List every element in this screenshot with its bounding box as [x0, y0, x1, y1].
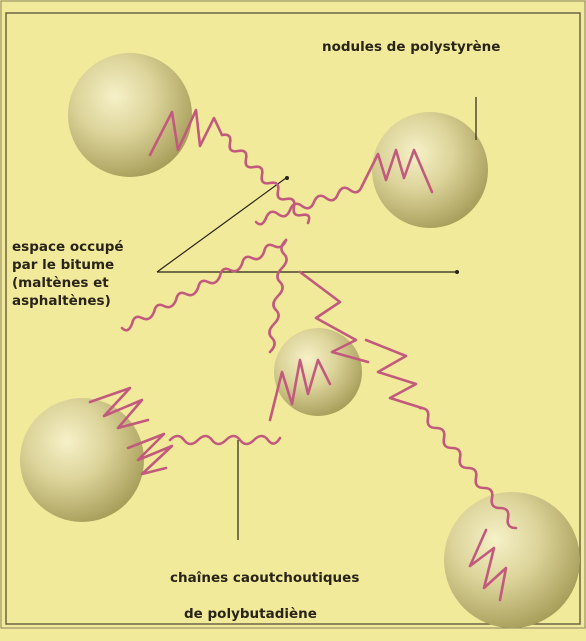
nodule-center	[274, 328, 362, 416]
label-espace-bitume: espace occupé par le bitume (maltènes et…	[12, 238, 124, 310]
label-chaines-line2: de polybutadiène	[170, 605, 359, 623]
chain-zigzag-right-lower	[366, 340, 422, 408]
pointer-espace-diagonal	[157, 178, 286, 272]
chain-wavy-to-bottom-left	[122, 240, 286, 330]
label-chaines-line1: chaînes caoutchoutiques	[170, 569, 359, 587]
nodule-bottom-left	[20, 398, 144, 522]
label-chaines: chaînes caoutchoutiques de polybutadiène	[170, 551, 359, 641]
nodule-bottom-right	[444, 492, 580, 628]
chain-wavy-bottom-middle	[170, 436, 280, 444]
pointer-espace-dot-top	[285, 176, 289, 180]
chain-wavy-top-left	[222, 135, 309, 223]
chain-wavy-center-down	[269, 240, 286, 352]
pointer-espace-dot-right	[455, 270, 459, 274]
label-nodules: nodules de polystyrène	[322, 38, 500, 56]
